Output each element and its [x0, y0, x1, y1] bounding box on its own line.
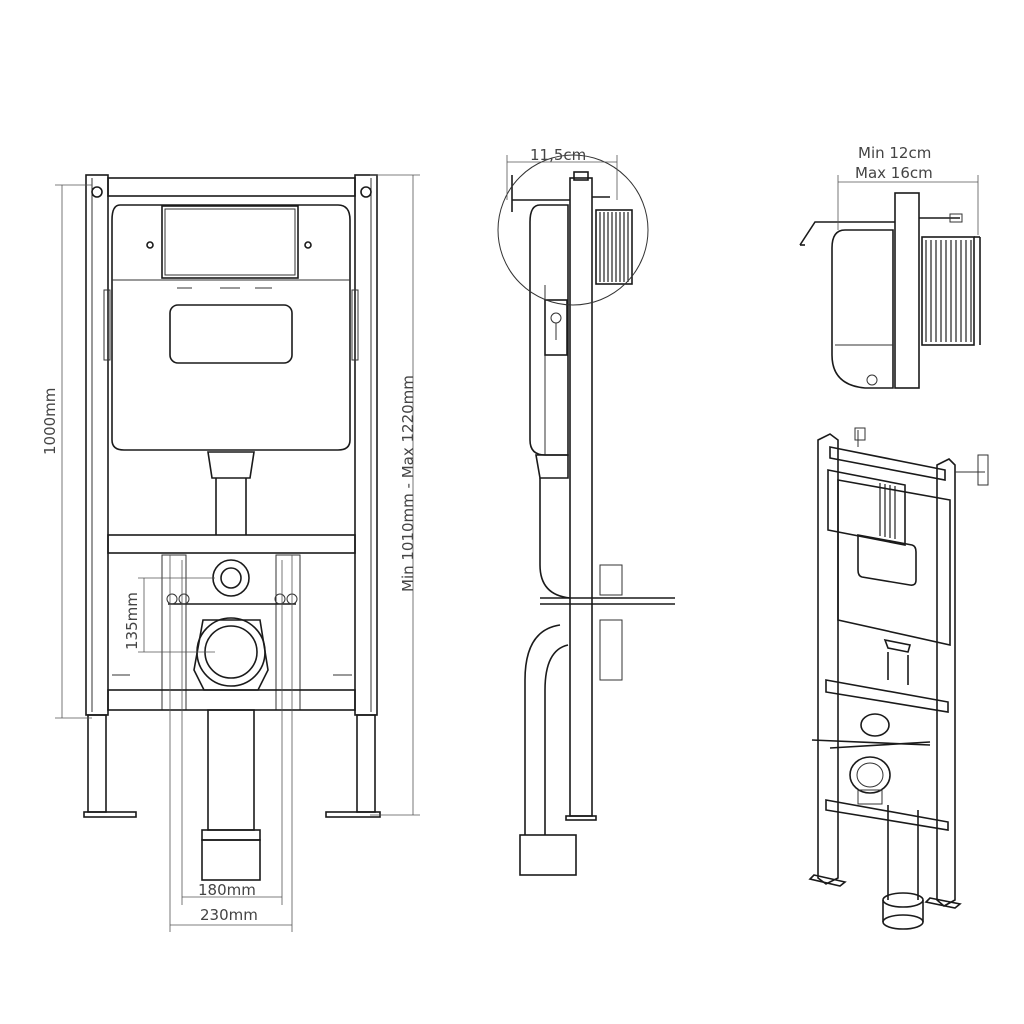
detail-dimensions: Min 12cm Max 16cm: [837, 144, 979, 235]
side-view: [497, 154, 675, 876]
front-dimensions: 1000mm Min 1010mm - Max 1220mm 135mm 180…: [41, 174, 420, 932]
dim-135mm: 135mm: [123, 592, 141, 650]
dim-depth-max: Max 16cm: [855, 164, 933, 182]
dim-depth-min: Min 12cm: [858, 144, 931, 162]
side-dimensions: 11,5cm: [506, 146, 618, 200]
dim-wall-gap: 11,5cm: [530, 146, 586, 164]
dim-height-adjustable: Min 1010mm - Max 1220mm: [399, 375, 417, 592]
dim-180mm: 180mm: [198, 881, 256, 899]
isometric-view: [808, 427, 989, 930]
detail-view: [799, 192, 981, 389]
front-view: [83, 174, 381, 881]
dim-height-1000: 1000mm: [41, 388, 59, 455]
dim-230mm: 230mm: [200, 906, 258, 924]
